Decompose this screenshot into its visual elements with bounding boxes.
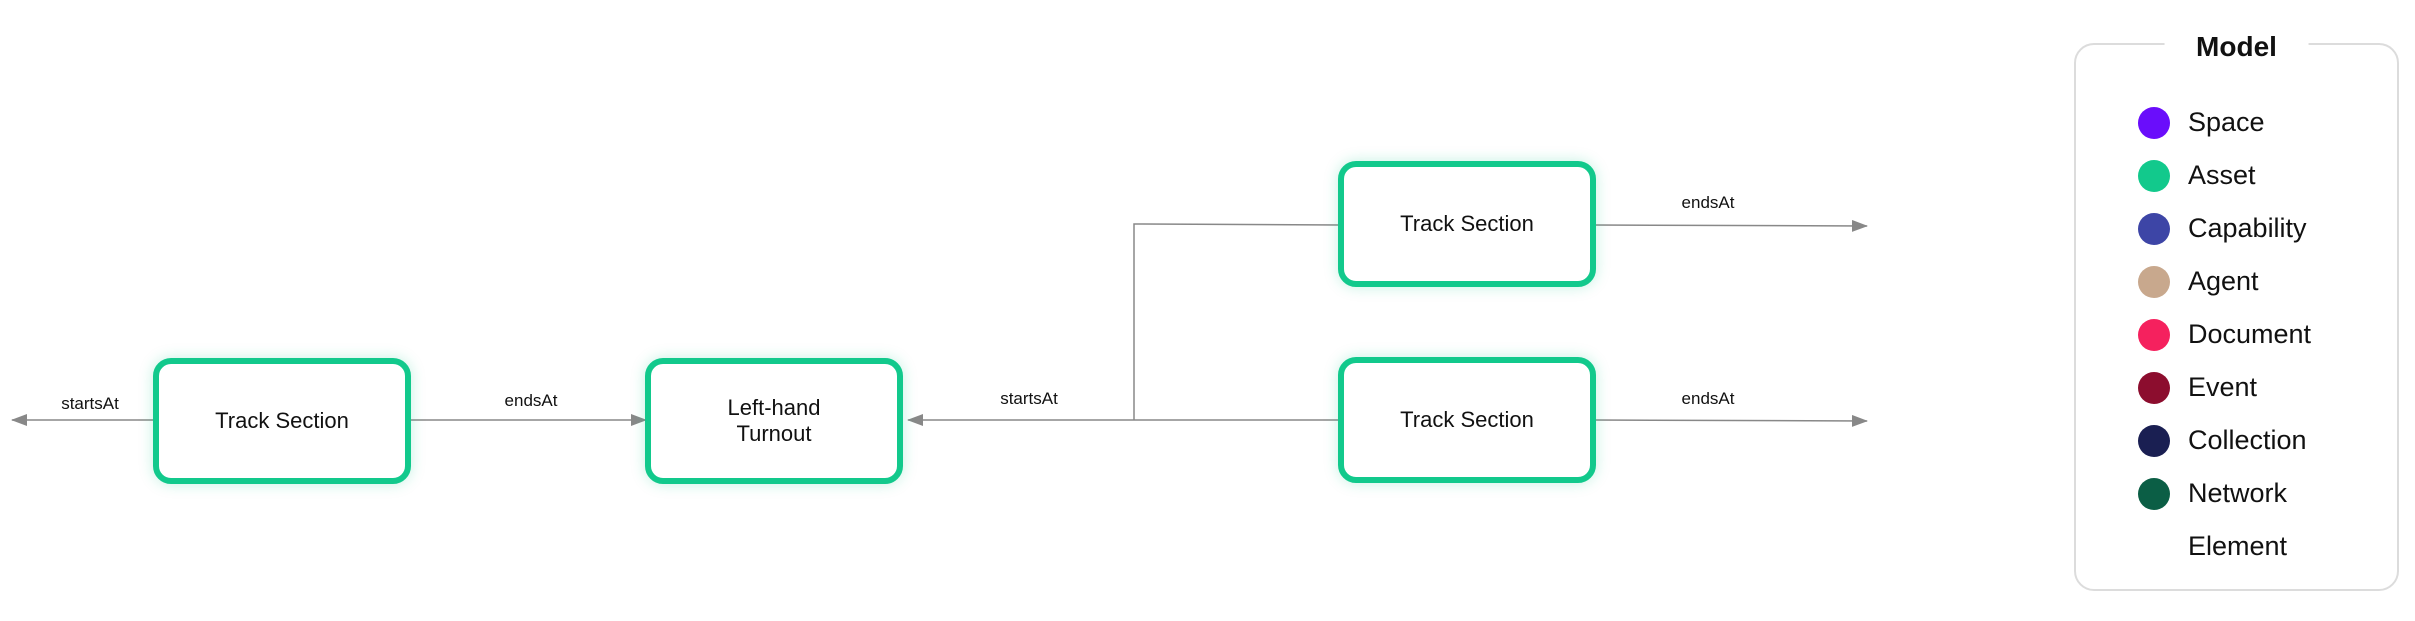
legend-item-label: Element <box>2188 531 2288 561</box>
legend-swatch-icon <box>2138 265 2170 298</box>
node-track-section[interactable]: Track Section <box>153 358 411 484</box>
legend-item-label: Agent <box>2188 266 2259 296</box>
legend-item: Asset <box>2138 149 2311 202</box>
legend-swatch-icon <box>2138 371 2170 404</box>
legend-swatch-icon <box>2138 531 2170 563</box>
legend-item-label: Space <box>2188 107 2265 137</box>
legend-item: Document <box>2138 308 2311 361</box>
node-label: Track Section <box>215 407 349 433</box>
node-left-hand-turnout[interactable]: Left-hand Turnout <box>645 358 903 484</box>
legend-item-label: Collection <box>2188 425 2307 455</box>
edge-label-endsAt: endsAt <box>1681 193 1735 212</box>
edge-endsAt-ts2 <box>1593 219 1868 232</box>
legend-item: Collection <box>2138 414 2311 467</box>
edge-label-startsAt: startsAt <box>61 394 119 413</box>
legend-item: Space <box>2138 96 2311 149</box>
legend-item-label: Event <box>2188 372 2258 402</box>
node-label: Left-hand Turnout <box>727 394 821 446</box>
legend-item: Event <box>2138 361 2311 414</box>
legend-swatch-icon <box>2138 477 2170 510</box>
legend-swatch-icon <box>2138 106 2170 139</box>
edge-label-endsAt: endsAt <box>1681 389 1735 408</box>
legend-item: Network <box>2138 467 2311 520</box>
node-label: Track Section <box>1400 210 1534 236</box>
legend-item: Agent <box>2138 255 2311 308</box>
legend-item-label: Network <box>2188 478 2288 508</box>
legend-swatch-icon <box>2138 159 2170 192</box>
legend-item-label: Capability <box>2188 213 2307 243</box>
legend-item: Capability <box>2138 202 2311 255</box>
edge-ts2-to-turnout <box>1133 223 1341 420</box>
node-label: Track Section <box>1400 406 1534 432</box>
edge-label-startsAt: startsAt <box>1000 389 1058 408</box>
node-track-section[interactable]: Track Section <box>1338 161 1596 287</box>
legend-item: Element <box>2138 520 2311 573</box>
legend-swatch-icon <box>2138 212 2170 245</box>
legend-item-label: Document <box>2188 319 2312 349</box>
legend-title: Model <box>2164 31 2309 63</box>
edge-label-endsAt: endsAt <box>504 391 558 410</box>
edge-endsAt-ts3 <box>1593 414 1868 427</box>
legend-item-label: Asset <box>2188 160 2256 190</box>
node-track-section[interactable]: Track Section <box>1338 357 1596 483</box>
legend-swatch-icon <box>2138 424 2170 457</box>
legend-swatch-icon <box>2138 318 2170 351</box>
